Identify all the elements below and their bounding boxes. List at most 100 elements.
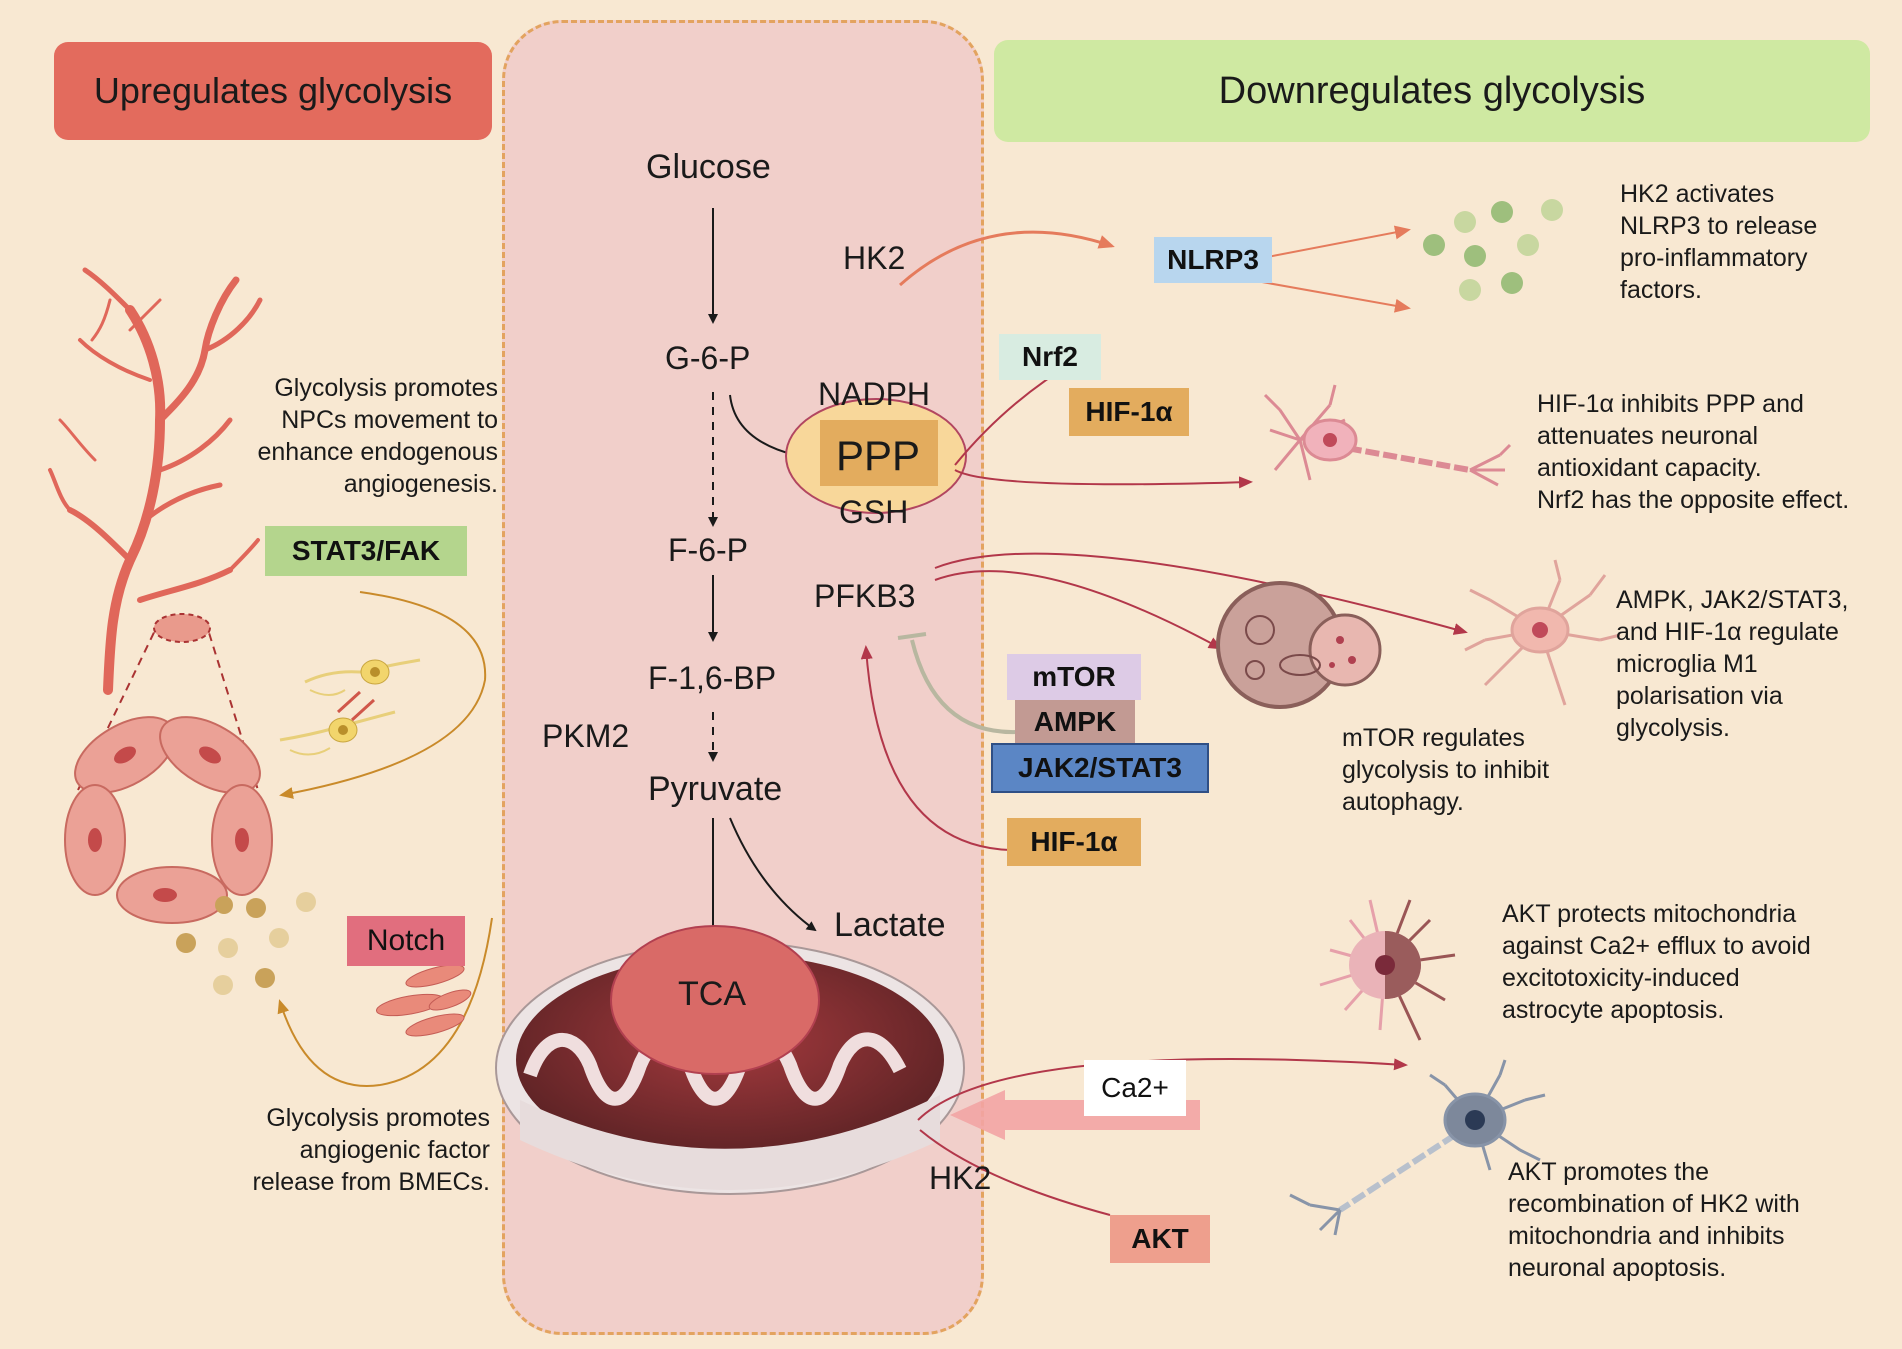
note-akt-mito-line-3: excitotoxicity-induced [1502, 964, 1740, 992]
upregulates-header-text: Upregulates glycolysis [93, 70, 453, 111]
note-hif-ppp: HIF-1α inhibits PPP and attenuates neuro… [1537, 388, 1849, 516]
tca-circle [610, 925, 820, 1075]
zoom-line-right [204, 619, 259, 791]
arrow-stat3-ring [279, 591, 487, 799]
note-hk2-nlrp3-line-3: pro-inflammatory [1620, 244, 1808, 272]
note-microglia-line-4: polarisation via [1616, 682, 1783, 710]
note-bmec-line-3: release from BMECs. [252, 1168, 490, 1196]
ppp-box [820, 420, 938, 486]
note-mtor-line-1: mTOR regulates [1342, 724, 1525, 752]
g6p-label: G-6-P [665, 340, 751, 376]
nrf2-badge: Nrf2 [999, 334, 1101, 380]
glucose-label: Glucose [646, 148, 771, 186]
ampk-badge: AMPK [1015, 700, 1135, 744]
inhibit-ampk-pfkb3 [910, 639, 1019, 735]
note-bmec-line-1: Glycolysis promotes [266, 1104, 490, 1132]
arrow-g6p-ppp [729, 394, 797, 458]
stat3fak-badge: STAT3/FAK [265, 526, 467, 576]
note-akt-hk2: AKT promotes the recombination of HK2 wi… [1508, 1156, 1800, 1284]
note-akt-mito-line-2: against Ca2+ efflux to avoid [1502, 932, 1811, 960]
neuron-icon [1263, 384, 1512, 487]
note-hk2-nlrp3: HK2 activates NLRP3 to release pro-infla… [1620, 178, 1817, 306]
note-microglia: AMPK, JAK2/STAT3, and HIF-1α regulate mi… [1616, 584, 1848, 744]
hif1a-top-badge: HIF-1α [1069, 388, 1189, 436]
line-nrf2-ppp [954, 371, 1059, 466]
note-microglia-line-2: and HIF-1α regulate [1616, 618, 1839, 646]
note-npc-line-4: angiogenesis. [343, 470, 498, 498]
note-hif-ppp-line-3: antioxidant capacity. [1537, 454, 1762, 482]
pkm2-label: PKM2 [542, 718, 630, 754]
jak2stat3-badge: JAK2/STAT3 [991, 743, 1209, 793]
note-bmec-release: Glycolysis promotes angiogenic factor re… [200, 1102, 490, 1198]
neuron-blue-icon [1289, 1059, 1546, 1236]
hk2-top-label: HK2 [843, 240, 906, 276]
note-hk2-nlrp3-line-4: factors. [1620, 276, 1702, 304]
note-akt-hk2-line-1: AKT promotes the [1508, 1158, 1710, 1186]
arrow-pfkb3-autophagy [934, 570, 1223, 650]
notch-badge: Notch [347, 916, 465, 966]
f16bp-label: F-1,6-BP [648, 660, 777, 696]
cytokine-dots-icon [1423, 199, 1563, 301]
note-hif-ppp-line-2: attenuates neuronal [1537, 422, 1759, 450]
arrow-mito-astrocyte [917, 1058, 1408, 1121]
inhibit-bar [897, 632, 927, 640]
note-npc-angiogenesis: Glycolysis promotes NPCs movement to enh… [200, 372, 498, 500]
note-microglia-line-1: AMPK, JAK2/STAT3, [1616, 586, 1849, 614]
arrow-hif-pfkb3 [860, 645, 1011, 851]
pfkb3-label: PFKB3 [814, 578, 916, 614]
nlrp3-badge: NLRP3 [1154, 237, 1272, 283]
line-akt-hk2 [919, 1129, 1111, 1216]
note-akt-mito-line-1: AKT protects mitochondria [1502, 900, 1797, 928]
akt-badge: AKT [1110, 1215, 1210, 1263]
arrow-nlrp3-cytokines-1 [1261, 225, 1411, 259]
note-akt-mito-line-4: astrocyte apoptosis. [1502, 996, 1725, 1024]
note-mtor: mTOR regulates glycolysis to inhibit aut… [1342, 722, 1549, 818]
astrocyte-icon [1319, 899, 1456, 1041]
note-npc-line-2: NPCs movement to [281, 406, 498, 434]
note-hk2-nlrp3-line-1: HK2 activates [1620, 180, 1775, 208]
note-npc-line-3: enhance endogenous [257, 438, 498, 466]
note-microglia-line-5: glycolysis. [1616, 714, 1730, 742]
lactate-label: Lactate [834, 906, 946, 944]
arrow-hk2-nlrp3 [899, 230, 1115, 287]
upregulates-header: Upregulates glycolysis [54, 42, 492, 140]
bmec-cell-icon [375, 964, 472, 1037]
npc-cell-icon [279, 658, 421, 756]
note-hif-ppp-line-4: Nrf2 has the opposite effect. [1537, 486, 1850, 514]
note-akt-mito: AKT protects mitochondria against Ca2+ e… [1502, 898, 1811, 1026]
arrow-pyruvate-lactate [729, 817, 817, 932]
note-hif-ppp-line-1: HIF-1α inhibits PPP and [1537, 390, 1804, 418]
angiogenic-dots-icon [176, 892, 316, 995]
hif1a-bottom-badge: HIF-1α [1007, 818, 1141, 866]
note-mtor-line-2: glycolysis to inhibit [1342, 756, 1550, 784]
nadph-label: NADPH [818, 376, 931, 412]
ca2-badge: Ca2+ [1084, 1060, 1186, 1116]
downregulates-header: Downregulates glycolysis [994, 40, 1870, 142]
gsh-label: GSH [839, 494, 909, 530]
arrow-bmec-release [277, 917, 493, 1087]
arrow-nlrp3-cytokines-2 [1261, 281, 1411, 313]
autophagosome-icon [1216, 581, 1382, 709]
note-akt-hk2-line-4: neuronal apoptosis. [1508, 1254, 1727, 1282]
f6p-label: F-6-P [668, 532, 748, 568]
note-akt-hk2-line-2: recombination of HK2 with [1508, 1190, 1800, 1218]
endothelial-ring-icon [64, 716, 273, 924]
arrow-pfkb3-microglia [934, 552, 1468, 635]
note-akt-hk2-line-3: mitochondria and inhibits [1508, 1222, 1785, 1250]
tca-label: TCA [678, 975, 746, 1013]
hk2-bottom-label: HK2 [929, 1160, 992, 1196]
note-bmec-line-2: angiogenic factor [299, 1136, 490, 1164]
arrow-ppp-neuron [954, 469, 1253, 489]
note-hk2-nlrp3-line-2: NLRP3 to release [1620, 212, 1818, 240]
note-microglia-line-3: microglia M1 [1616, 650, 1758, 678]
mtor-badge: mTOR [1007, 654, 1141, 700]
microglia-icon [1464, 559, 1621, 706]
ppp-label: PPP [836, 432, 921, 479]
pyruvate-label: Pyruvate [648, 770, 783, 808]
note-mtor-line-3: autophagy. [1342, 788, 1464, 816]
downregulates-header-text: Downregulates glycolysis [1218, 69, 1646, 112]
blood-vessel-icon [48, 267, 263, 695]
note-npc-line-1: Glycolysis promotes [274, 374, 498, 402]
